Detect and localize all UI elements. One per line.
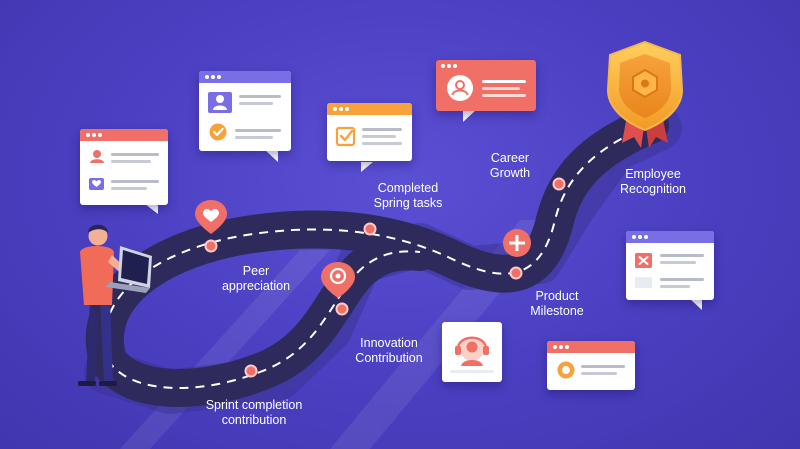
career-card <box>436 60 536 111</box>
card-titlebar <box>626 231 714 243</box>
label-line: Employee <box>625 167 681 181</box>
card-content <box>208 92 281 141</box>
coin-icon <box>557 361 575 379</box>
profile-card-left <box>80 129 168 205</box>
card-tail <box>690 299 702 310</box>
card-content <box>557 361 625 379</box>
support-card <box>442 322 502 382</box>
card-titlebar <box>80 129 168 141</box>
card-titlebar <box>547 341 635 353</box>
card-content <box>441 64 526 101</box>
label-line: Sprint completion <box>205 398 303 412</box>
label-line: Milestone <box>530 304 584 318</box>
label-line: Product <box>535 289 579 303</box>
card-content <box>89 150 159 190</box>
label-line: appreciation <box>221 279 291 293</box>
label-line: Spring tasks <box>373 196 443 210</box>
label-career-growth: Career Growth <box>470 151 550 181</box>
label-line: Growth <box>489 166 531 180</box>
label-peer-appreciation: Peer appreciation <box>206 264 306 294</box>
card-tail <box>145 204 158 214</box>
card-tail <box>463 110 476 122</box>
label-innovation-contribution: Innovation Contribution <box>344 336 434 366</box>
reward-card <box>547 341 635 390</box>
road-dashes-lower <box>107 250 421 389</box>
label-completed-spring-tasks: Completed Spring tasks <box>358 181 458 211</box>
label-sprint-completion: Sprint completion contribution <box>194 398 314 428</box>
task-card <box>327 103 412 161</box>
profile-card-check <box>199 71 291 151</box>
heart-icon <box>195 200 227 234</box>
card-tail <box>361 162 373 172</box>
badge-icon <box>321 262 355 298</box>
card-content <box>635 253 704 288</box>
person-illustration <box>78 224 152 386</box>
road-dashes <box>103 124 651 361</box>
label-line: Contribution <box>355 351 423 365</box>
right-card <box>626 231 714 300</box>
user-icon <box>447 75 473 101</box>
label-line: Completed <box>377 181 439 195</box>
card-content <box>335 126 402 147</box>
label-line: Peer <box>242 264 270 278</box>
heart-icon <box>89 178 104 190</box>
label-line: Innovation <box>360 336 418 350</box>
checkmark-icon <box>209 123 227 141</box>
label-product-milestone: Product Milestone <box>514 289 600 319</box>
checkmark-icon <box>335 126 356 147</box>
recognition-shield <box>606 40 684 148</box>
label-line: contribution <box>221 413 287 427</box>
milestone-markers <box>204 177 566 378</box>
user-icon <box>90 150 104 163</box>
card-tail <box>265 150 278 162</box>
label-line: Career <box>490 151 530 165</box>
card-titlebar <box>327 103 412 115</box>
label-employee-recognition: Employee Recognition <box>603 167 703 197</box>
card-titlebar <box>199 71 291 83</box>
label-line: Recognition <box>619 182 686 196</box>
headset-icon <box>450 336 494 373</box>
user-icon <box>208 92 232 113</box>
plus-icon <box>503 229 531 257</box>
close-icon <box>635 253 652 268</box>
